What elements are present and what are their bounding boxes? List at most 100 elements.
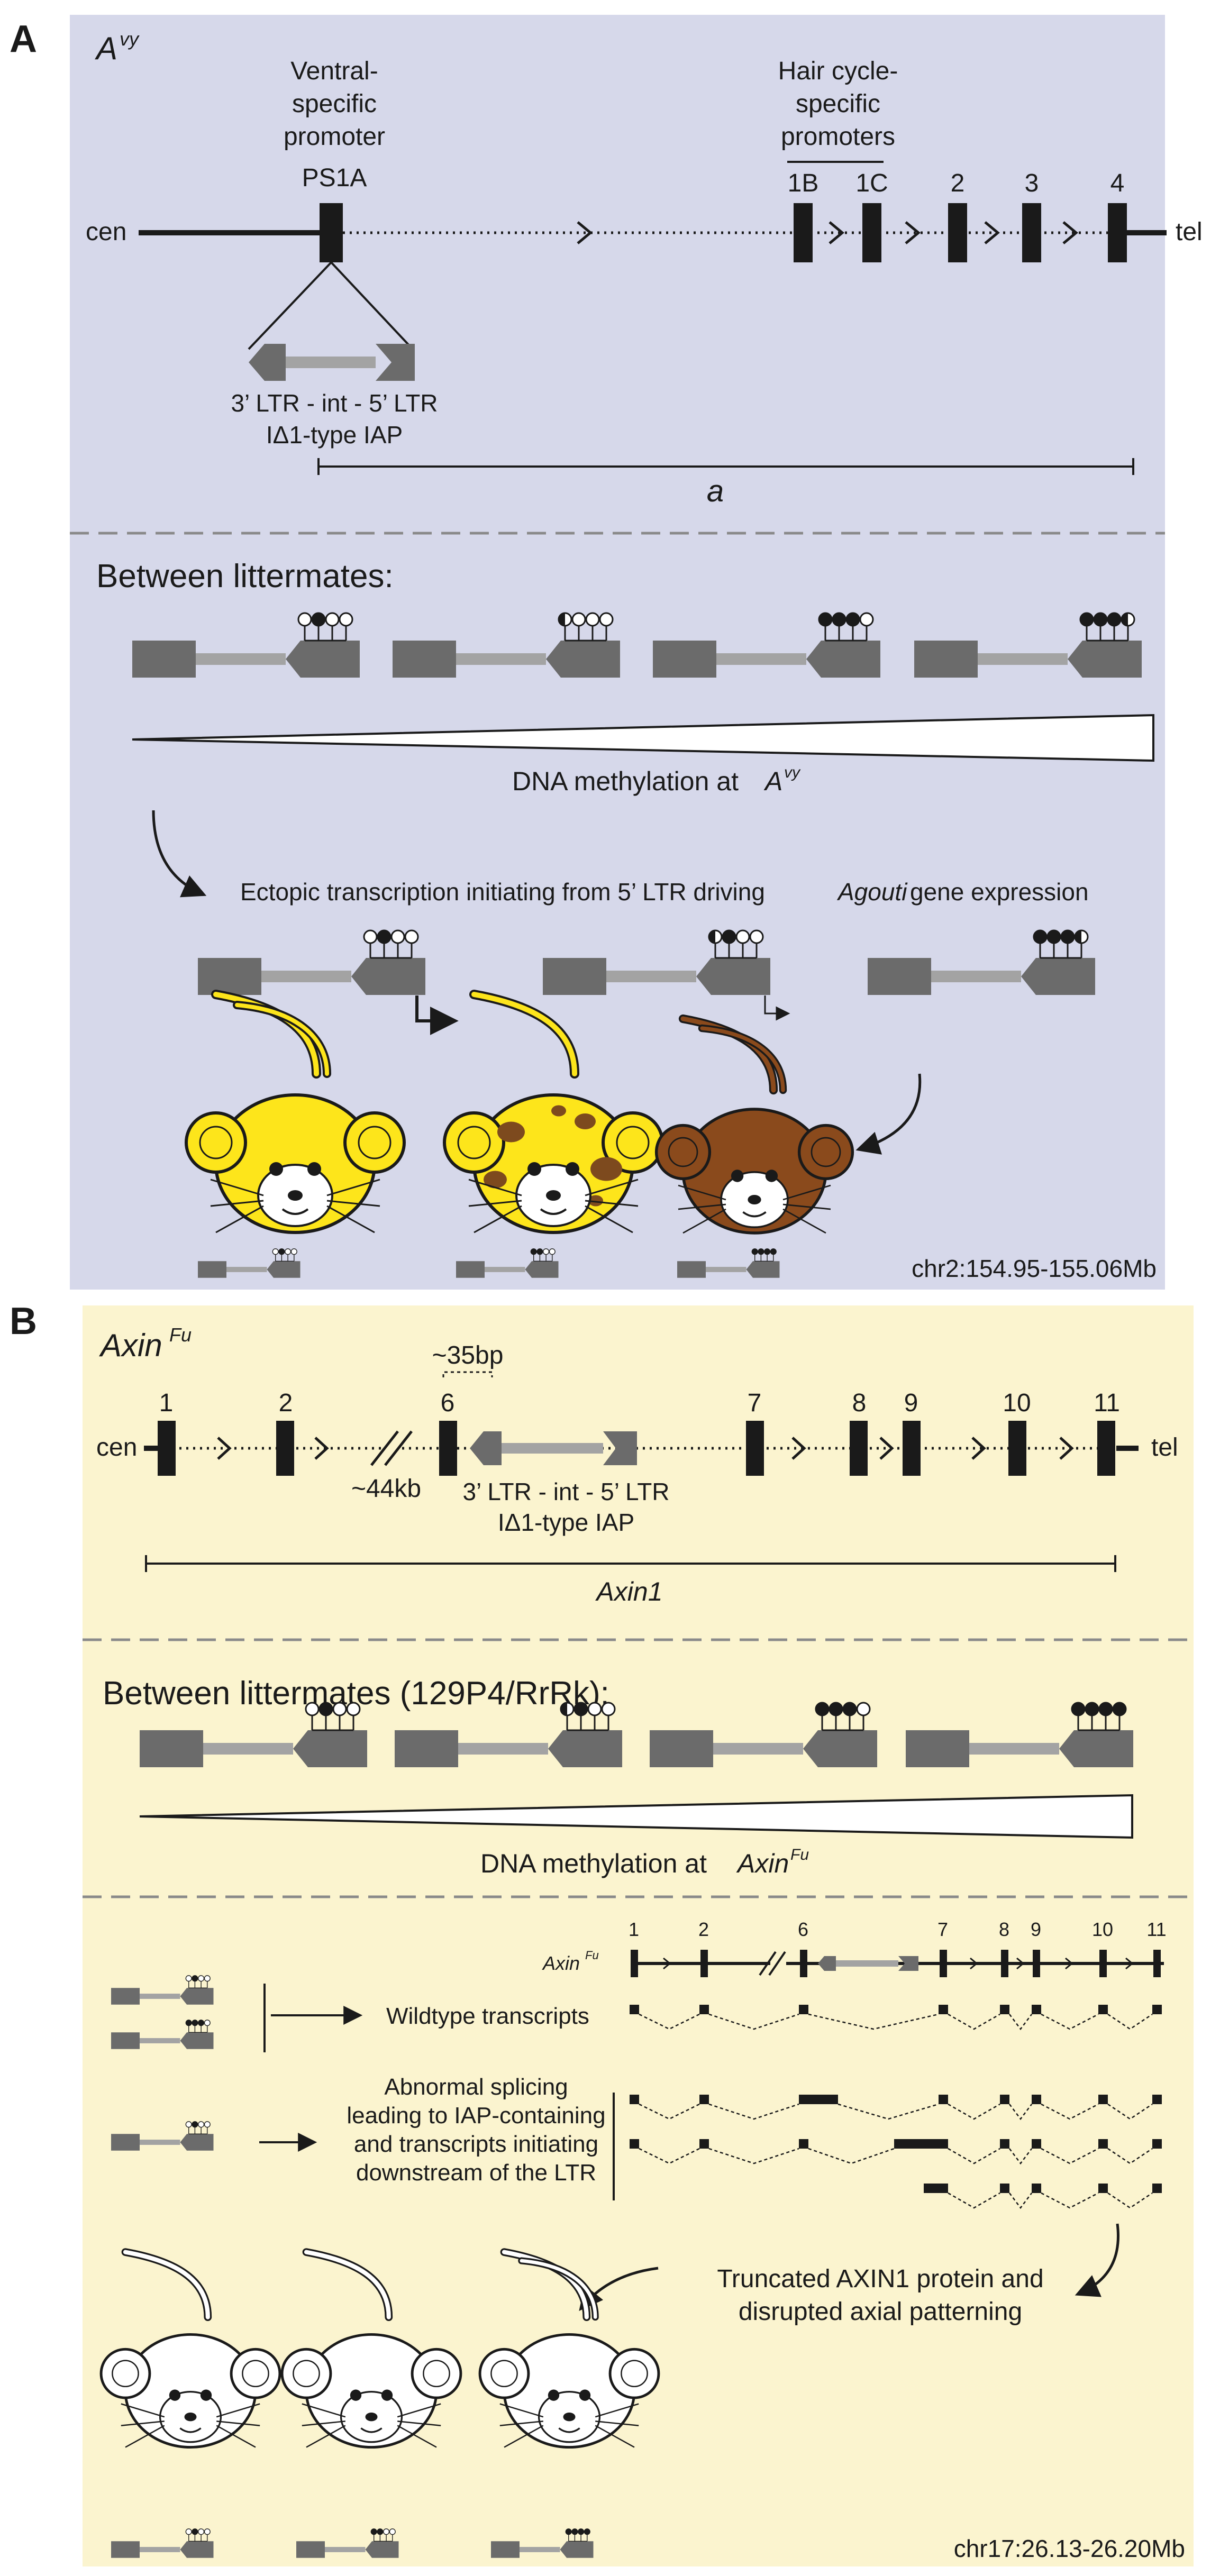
mouse-cartoon [185,990,406,1234]
iap-element [653,612,880,678]
exon-3 [1022,203,1041,262]
exon-b-1 [158,1421,176,1476]
svg-text:Abnormal splicing: Abnormal splicing [384,2074,568,2100]
svg-text:specific: specific [796,90,880,118]
panel-b-small-allele-map: 1 2 6 7 8 9 10 11 Axin Fu [542,1919,1167,1977]
panel-a-exon-labels: 1B 1C 2 3 4 [788,169,1125,197]
panel-b-transcript-diagrams [630,2005,1162,2209]
svg-text:leading to IAP-containing: leading to IAP-containing [347,2103,605,2129]
svg-text:8: 8 [852,1389,867,1417]
svg-text:3: 3 [1025,169,1039,197]
panel-a-transcription-iaps [198,929,1095,995]
panel-b-coordinates: chr17:26.13-26.20Mb [954,2535,1185,2562]
svg-text:A: A [95,31,117,66]
panel-b-mice [99,2248,660,2449]
svg-text:gene expression: gene expression [910,878,1089,906]
svg-text:~35bp: ~35bp [432,1341,504,1369]
panel-a-curved-arrow-left [152,810,207,898]
iap-element [456,1248,559,1278]
mouse-cartoon [280,2248,462,2449]
mouse-cartoon [654,1014,854,1235]
panel-a-methylation-iaps [132,612,1142,678]
svg-text:IΔ1-type IAP: IΔ1-type IAP [266,421,403,449]
exon-b-11 [1097,1421,1115,1476]
exon-b-7 [746,1421,764,1476]
svg-text:A: A [763,766,782,796]
svg-text:Fu: Fu [790,1846,809,1864]
panel-a-curved-arrow-right [855,1073,922,1155]
svg-text:2: 2 [951,169,965,197]
iap-element [198,929,425,995]
panel-b-gene-extent: Axin1 [145,1555,1116,1606]
exon-b-9 [903,1421,921,1476]
svg-text:Truncated AXIN1 protein and: Truncated AXIN1 protein and [717,2265,1043,2293]
iap-element [132,612,360,678]
svg-text:Hair cycle-: Hair cycle- [778,57,898,85]
svg-text:1: 1 [629,1919,639,1940]
tel-label: tel [1176,218,1203,246]
mouse-cartoon [99,2248,281,2449]
exon-b-8 [850,1421,868,1476]
svg-text:PS1A: PS1A [302,164,367,192]
iap-element [868,929,1095,995]
svg-text:7: 7 [748,1389,762,1417]
iap-element [111,2121,214,2151]
exon-ps1a [320,203,343,262]
exon-b-10 [1008,1421,1026,1476]
exon-b-6 [439,1421,457,1476]
svg-text:Axin: Axin [736,1849,789,1878]
svg-text:2: 2 [698,1919,709,1940]
svg-text:specific: specific [292,90,377,118]
iap-element [296,2528,399,2558]
iap-element [395,1702,622,1767]
svg-text:9: 9 [904,1389,918,1417]
svg-text:promoter: promoter [284,123,385,151]
panel-a-mice [185,990,854,1235]
svg-text:promoters: promoters [781,123,895,151]
iap-element [198,1248,301,1278]
panel-b-bp-annotation: ~35bp [432,1341,504,1377]
exon-1c [862,203,881,262]
panel-a-between-heading: Between littermates: [96,558,394,595]
panel-b-methylation-iaps [140,1702,1133,1767]
svg-text:9: 9 [1031,1919,1041,1940]
panel-b-abnormal-label: Abnormal splicing leading to IAP-contain… [347,2074,605,2186]
svg-text:Ventral-: Ventral- [290,57,378,85]
iap-element [906,1702,1133,1767]
svg-text:DNA methylation at: DNA methylation at [480,1849,707,1878]
tel-label-b: tel [1151,1433,1178,1461]
iap-element [650,1702,877,1767]
svg-text:Wildtype transcripts: Wildtype transcripts [386,2003,589,2029]
kb-label: ~44kb [351,1475,421,1503]
svg-text:11: 11 [1146,1919,1166,1940]
cen-label: cen [86,218,126,246]
cen-label-b: cen [96,1433,137,1461]
panel-b-gene-map: cen tel ~44kb 3’ LTR - int - 5’ LTR IΔ1-… [96,1421,1178,1536]
svg-text:3’ LTR - int - 5’ LTR: 3’ LTR - int - 5’ LTR [462,1478,669,1505]
svg-text:Fu: Fu [169,1324,192,1346]
panel-b-transcript-iaps [111,1975,214,2151]
panel-b-curved-arrow-right [1075,2223,1119,2297]
panel-b-exon-labels: 1 2 6 7 8 9 10 11 [159,1389,1120,1417]
svg-text:10: 10 [1092,1919,1113,1940]
iap-element [543,929,770,995]
svg-text:2: 2 [279,1389,293,1417]
svg-text:vy: vy [120,28,140,50]
svg-text:3’ LTR - int - 5’ LTR: 3’ LTR - int - 5’ LTR [231,389,438,417]
panel-b-label: B [10,1300,37,1342]
svg-text:vy: vy [784,764,801,781]
svg-text:6: 6 [798,1919,808,1940]
iap-element [393,612,620,678]
panel-b-allele-title: Axin Fu [99,1324,192,1363]
svg-text:IΔ1-type IAP: IΔ1-type IAP [498,1509,634,1536]
panel-a-methylation-label: DNA methylation at A vy [512,764,801,796]
svg-text:1B: 1B [788,169,819,197]
ventral-promoter-label: Ventral- specific promoter PS1A [284,57,385,192]
svg-text:Axin: Axin [542,1952,580,1974]
svg-text:DNA methylation at: DNA methylation at [512,766,739,796]
panel-a-gene-extent: a [317,458,1134,508]
exon-b-2 [276,1421,294,1476]
svg-text:downstream of the LTR: downstream of the LTR [356,2160,596,2186]
svg-text:7: 7 [937,1919,948,1940]
